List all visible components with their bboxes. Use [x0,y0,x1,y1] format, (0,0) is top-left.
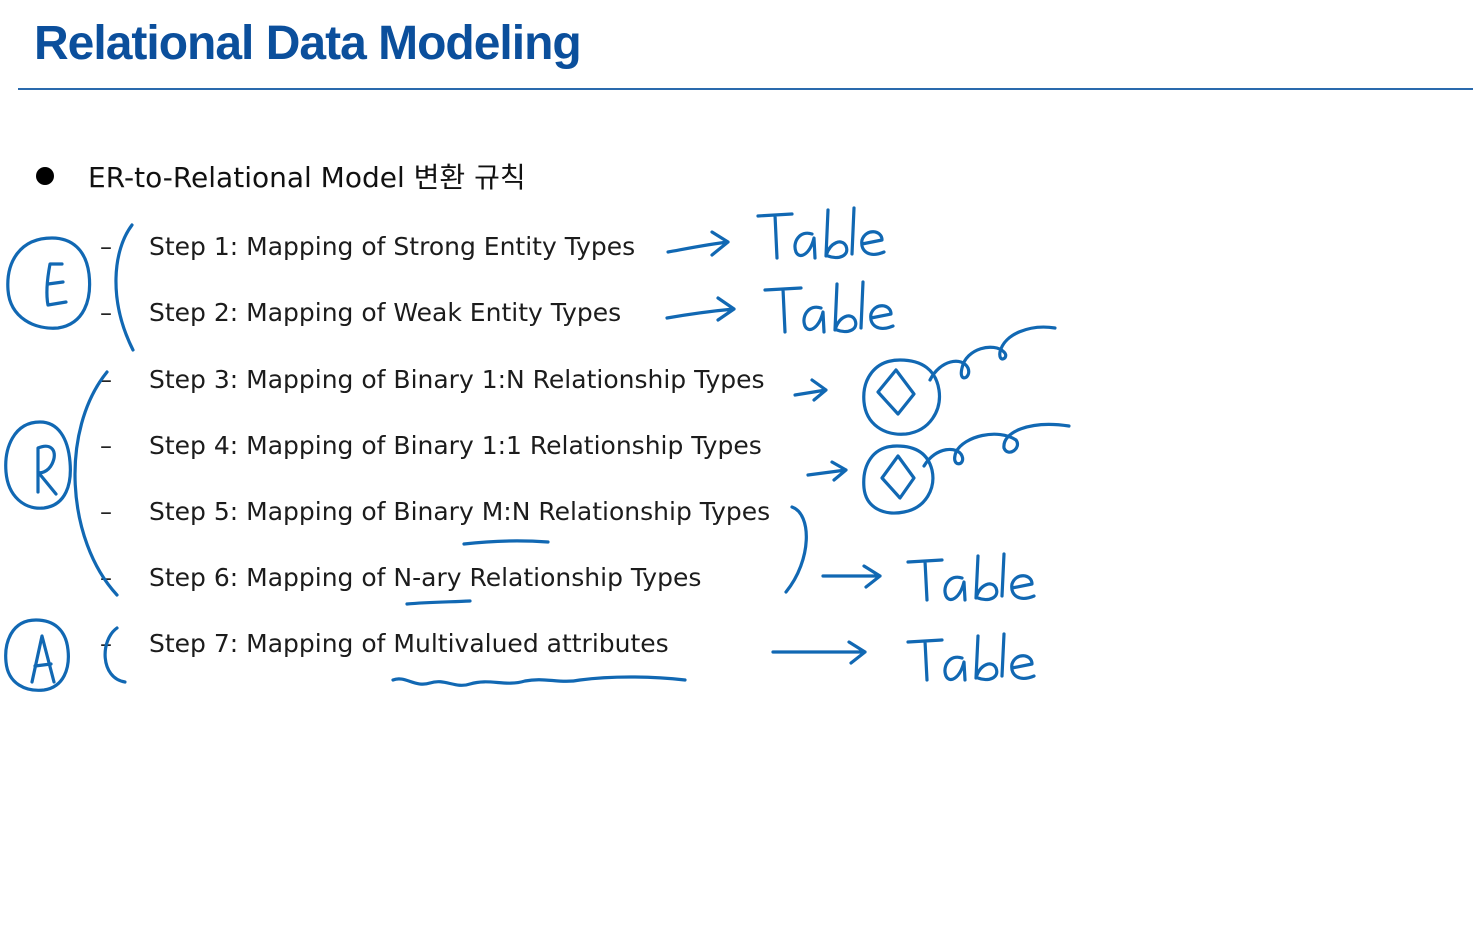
step-text: Step 1: Mapping of Strong Entity Types [149,232,636,261]
step-text: Step 7: Mapping of Multivalued attribute… [149,629,669,658]
dash-marker: – [100,299,112,327]
dash-marker: – [100,564,112,592]
wavy-underline-mark [391,675,687,687]
dash-marker: – [100,432,112,460]
step-text: Step 2: Mapping of Weak Entity Types [149,298,622,327]
bullet-heading: ER-to-Relational Model 변환 규칙 [88,161,526,194]
bracket-close-icon [784,505,808,594]
underline-mark [462,539,550,546]
attribute-group-circle-a-icon [4,618,70,692]
relationship-group-circle-r-icon [4,420,72,510]
arrow-right-icon [666,230,730,257]
arrow-right-icon [793,378,828,402]
step-text: Step 3: Mapping of Binary 1:N Relationsh… [149,365,765,394]
arrow-right-icon [771,640,867,665]
relationship-diamond-icon [862,325,1057,436]
dash-marker: – [100,498,112,526]
dash-marker: – [100,630,112,658]
relationship-diamond-icon [862,422,1071,515]
step-text: Step 6: Mapping of N-ary Relationship Ty… [149,563,702,592]
bullet-dot-icon [36,167,54,185]
title-divider [18,88,1473,90]
slide-title: Relational Data Modeling [34,17,582,70]
arrow-right-icon [821,564,882,589]
handwritten-table-word [756,206,886,260]
dash-marker: – [100,233,112,261]
arrow-right-icon [665,296,736,322]
arrow-right-icon [806,460,848,482]
step-text: Step 4: Mapping of Binary 1:1 Relationsh… [149,431,762,460]
dash-marker: – [100,366,112,394]
entity-group-circle-e-icon [6,236,92,330]
handwritten-table-word [906,632,1036,682]
underline-mark [405,599,472,606]
bracket-e-icon [114,223,135,352]
handwritten-table-word [906,552,1036,602]
step-text: Step 5: Mapping of Binary M:N Relationsh… [149,497,771,526]
handwritten-table-word [763,280,895,334]
